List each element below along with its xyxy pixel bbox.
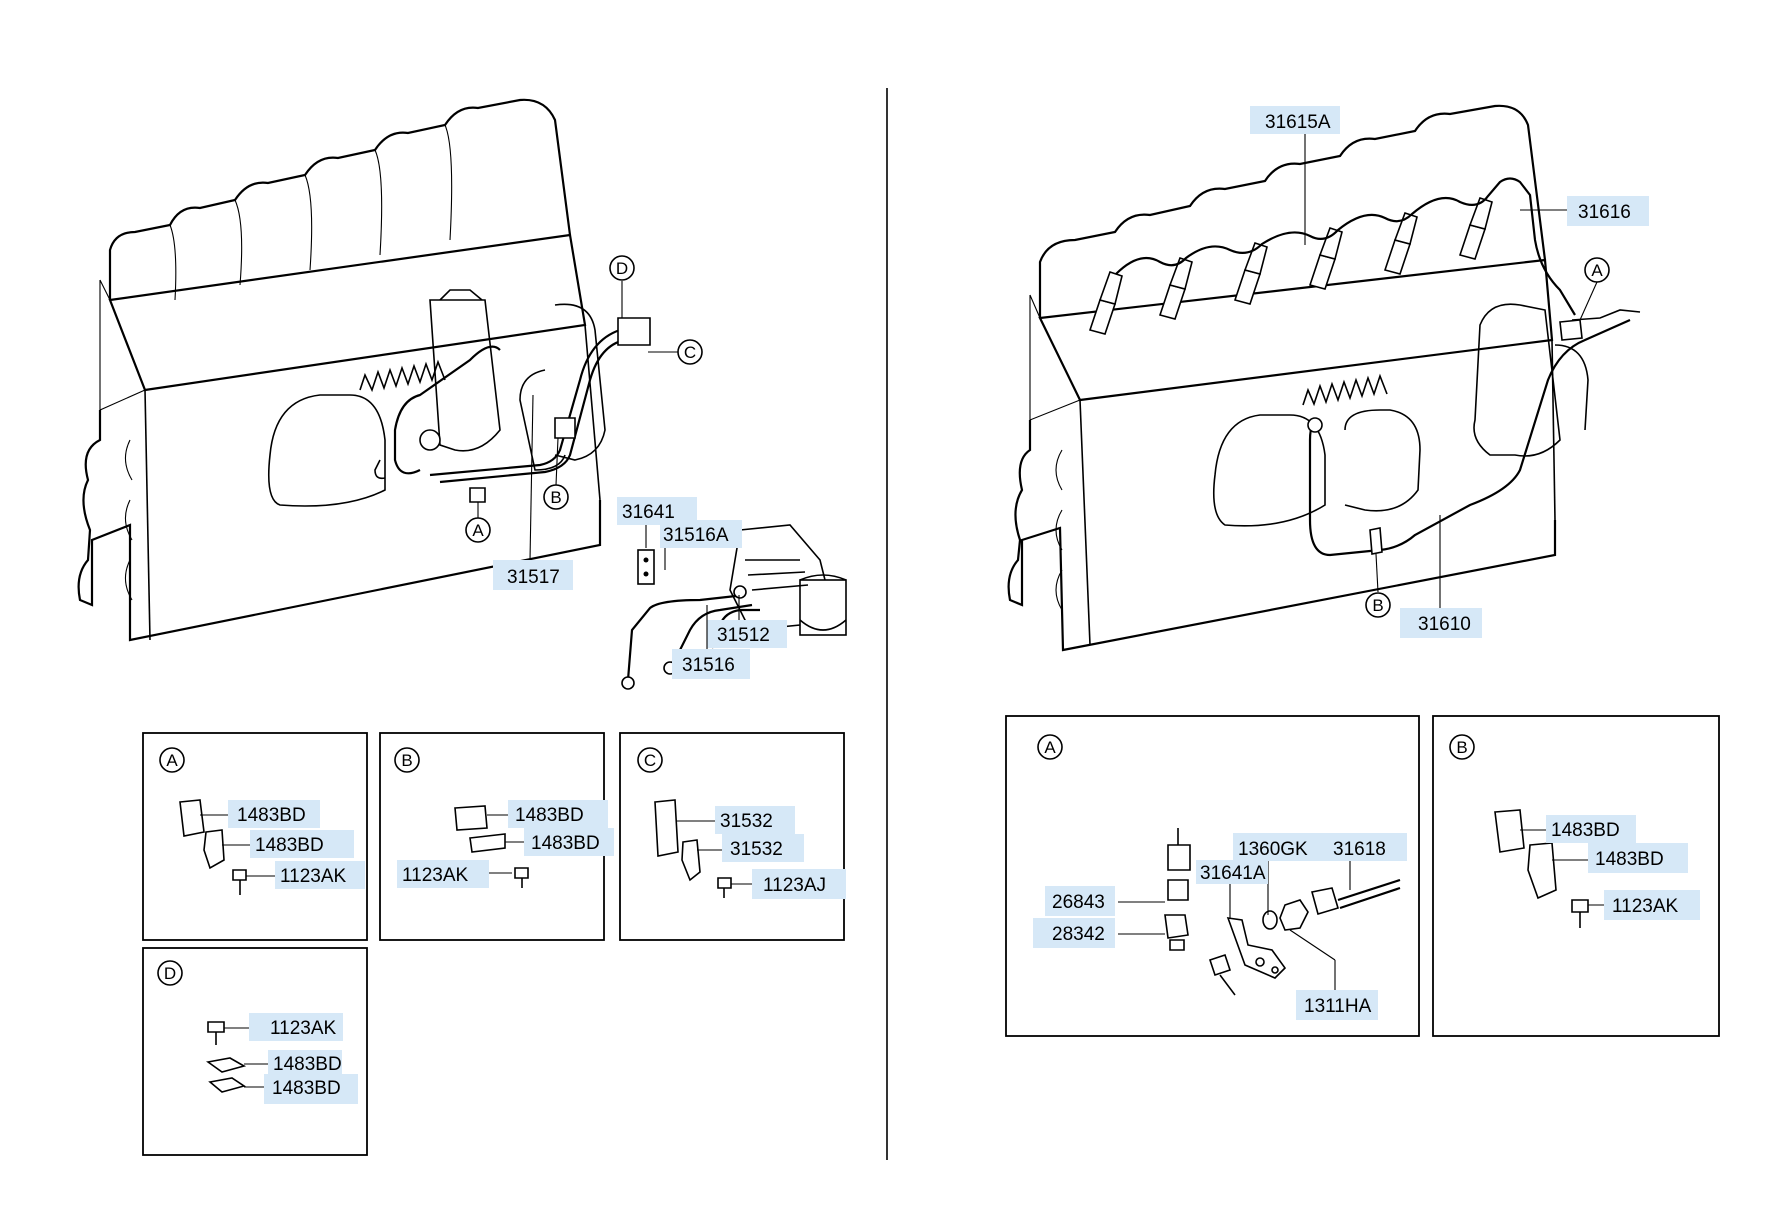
left-marker-a: A — [465, 502, 491, 543]
svg-text:31641A: 31641A — [1200, 863, 1266, 884]
svg-text:31532: 31532 — [730, 839, 783, 860]
left-marker-c: C — [648, 339, 703, 365]
svg-text:31517: 31517 — [507, 567, 560, 588]
left-detail-box-b: B 1483BD 1483BD 1123AK — [379, 732, 614, 941]
svg-text:B: B — [550, 488, 561, 507]
svg-text:D: D — [616, 259, 628, 278]
left-engine-block — [77, 98, 651, 642]
fuel-filter-assembly — [621, 524, 847, 690]
left-detail-box-d: D 1123AK 1483BD 1483BD — [142, 947, 368, 1156]
left-detail-box-c: C 31532 31532 1123AJ — [619, 732, 846, 941]
svg-text:1311HA: 1311HA — [1304, 996, 1372, 1017]
svg-text:1483BD: 1483BD — [237, 805, 306, 826]
svg-text:31516: 31516 — [682, 655, 735, 676]
callout-31615a: 31615A — [1250, 106, 1340, 245]
svg-text:B: B — [401, 751, 412, 770]
svg-text:1483BD: 1483BD — [255, 835, 324, 856]
callout-31517: 31517 — [493, 394, 573, 590]
svg-text:28342: 28342 — [1052, 924, 1105, 945]
svg-text:31516A: 31516A — [663, 525, 729, 546]
svg-text:B: B — [1372, 596, 1383, 615]
svg-text:31532: 31532 — [720, 811, 773, 832]
callout-31610: 31610 — [1400, 515, 1482, 638]
svg-text:26843: 26843 — [1052, 892, 1105, 913]
svg-text:31618: 31618 — [1333, 839, 1386, 860]
left-marker-d: D — [609, 255, 635, 318]
svg-text:1483BD: 1483BD — [531, 833, 600, 854]
svg-text:B: B — [1456, 738, 1467, 757]
svg-text:1483BD: 1483BD — [1551, 820, 1620, 841]
right-detail-box-b: B 1483BD 1483BD 1123AK — [1432, 715, 1720, 1037]
svg-text:31616: 31616 — [1578, 202, 1631, 223]
callout-31512: 31512 — [707, 595, 787, 648]
svg-text:C: C — [684, 343, 696, 362]
left-marker-b: B — [543, 437, 569, 510]
svg-text:1483BD: 1483BD — [272, 1078, 341, 1099]
svg-text:1123AJ: 1123AJ — [763, 875, 826, 896]
right-marker-b: B — [1365, 553, 1391, 618]
svg-text:D: D — [164, 964, 176, 983]
svg-text:31610: 31610 — [1418, 614, 1471, 635]
left-detail-box-a: A 1483BD 1483BD 1123AK — [142, 732, 368, 941]
right-marker-a: A — [1579, 257, 1610, 321]
callout-31516: 31516 — [672, 605, 750, 679]
svg-text:1123AK: 1123AK — [402, 865, 469, 886]
right-detail-box-a: A 1360GK 31618 31641A 26843 — [1005, 715, 1420, 1037]
svg-text:A: A — [1044, 738, 1056, 757]
injectors — [1088, 196, 1493, 335]
svg-text:A: A — [1591, 261, 1603, 280]
svg-text:1123AK: 1123AK — [280, 866, 347, 887]
svg-text:1483BD: 1483BD — [515, 805, 584, 826]
svg-text:31615A: 31615A — [1265, 112, 1331, 133]
svg-text:1483BD: 1483BD — [273, 1054, 342, 1075]
svg-text:A: A — [472, 521, 484, 540]
callout-31616: 31616 — [1520, 196, 1649, 226]
callout-31516a: 31516A — [660, 520, 742, 570]
svg-text:1123AK: 1123AK — [1612, 896, 1679, 917]
svg-text:1483BD: 1483BD — [1595, 849, 1664, 870]
svg-text:1123AK: 1123AK — [270, 1018, 337, 1039]
svg-text:31641: 31641 — [622, 502, 675, 523]
svg-text:A: A — [166, 751, 178, 770]
right-engine-block — [1007, 104, 1641, 652]
svg-text:31512: 31512 — [717, 625, 770, 646]
svg-text:C: C — [644, 751, 656, 770]
svg-text:1360GK: 1360GK — [1238, 839, 1308, 860]
